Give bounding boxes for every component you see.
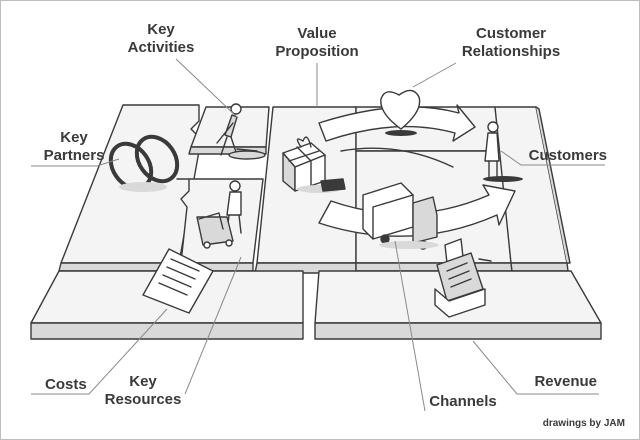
revenue-label: Revenue [534,373,597,390]
key-resources-label: Key Resources [104,373,182,408]
customer-relationships-label: Customer Relationships [461,25,561,60]
revenue-block [314,270,602,340]
customers-leader [500,150,605,166]
channels-leader [394,240,426,412]
cash-register-icon [434,238,492,318]
chain-links-icon [108,134,180,192]
value-proposition-label: Value Proposition [275,25,359,60]
cost-sheet-icon [142,248,214,314]
channels-label: Channels [429,393,497,410]
customer-relationships-leader [412,62,457,88]
heart-icon [380,89,421,136]
key-partners-label: Key Partners [43,129,105,164]
customer-figure-icon [483,121,523,182]
key-resources-leader [184,256,242,395]
flow-curve [340,147,454,168]
worker-figure-icon [216,103,266,160]
key-activities-leader [175,58,238,118]
customers-block [494,106,571,272]
key-activities-label: Key Activities [127,21,195,56]
costs-label: Costs [45,376,87,393]
delivery-truck-icon [362,182,439,250]
revenue-leader [472,340,599,395]
gift-box-icon [282,136,346,193]
costs-leader [31,308,168,395]
credit-text: drawings by JAM [542,418,625,429]
person-with-cart-icon [196,180,242,249]
key-partners-leader [31,158,120,167]
customers-label: Customers [528,147,607,164]
